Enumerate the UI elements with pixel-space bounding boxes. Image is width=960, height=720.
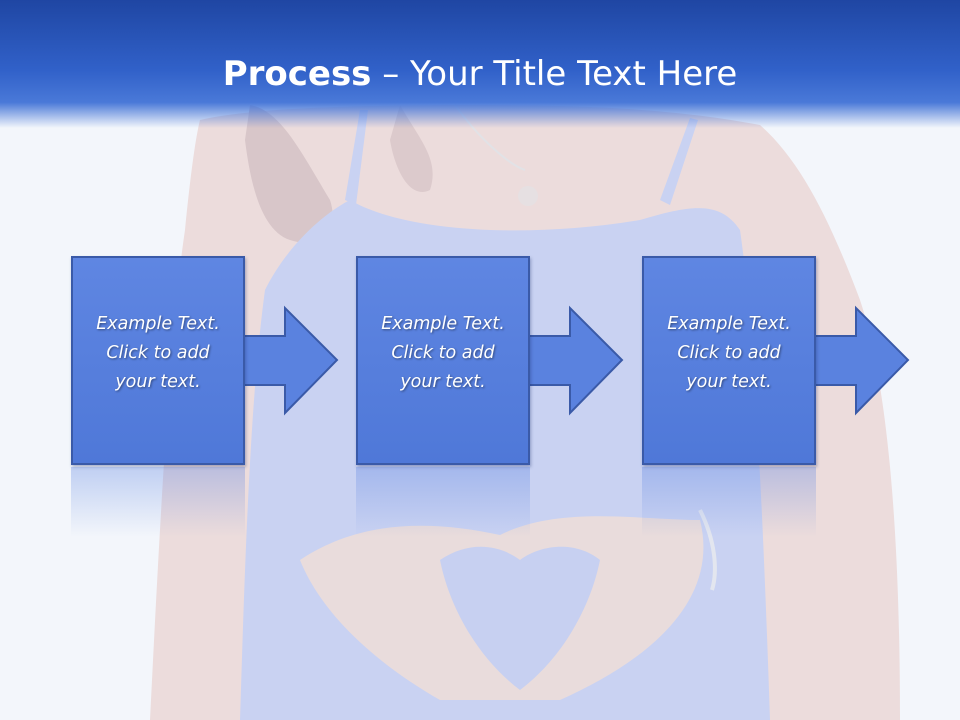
step-reflection <box>71 467 245 537</box>
step-box[interactable] <box>356 256 530 465</box>
step-text-line: your text. <box>400 372 486 392</box>
title-rest: – Your Title Text Here <box>371 54 738 94</box>
step-text-line: Click to add <box>391 343 495 363</box>
step-text[interactable]: Example Text. Click to add your text. <box>71 310 245 397</box>
step-text-line: Example Text. <box>667 314 791 334</box>
step-text[interactable]: Example Text. Click to add your text. <box>642 310 816 397</box>
step-reflection <box>642 467 816 537</box>
step-box[interactable] <box>71 256 245 465</box>
step-text-line: Example Text. <box>96 314 220 334</box>
process-step-2[interactable]: Example Text. Click to add your text. <box>356 256 624 537</box>
step-box[interactable] <box>642 256 816 465</box>
title-bar <box>0 0 960 128</box>
step-reflection <box>356 467 530 537</box>
process-step-3[interactable]: Example Text. Click to add your text. <box>642 256 910 537</box>
step-text-line: your text. <box>686 372 772 392</box>
process-step-1[interactable]: Example Text. Click to add your text. <box>71 256 339 537</box>
title-bold: Process <box>222 54 372 94</box>
step-text-line: Example Text. <box>381 314 505 334</box>
step-text-line: your text. <box>115 372 201 392</box>
slide-title[interactable]: Process – Your Title Text Here <box>0 52 960 96</box>
step-text-line: Click to add <box>106 343 210 363</box>
step-text-line: Click to add <box>677 343 781 363</box>
step-text[interactable]: Example Text. Click to add your text. <box>356 310 530 397</box>
